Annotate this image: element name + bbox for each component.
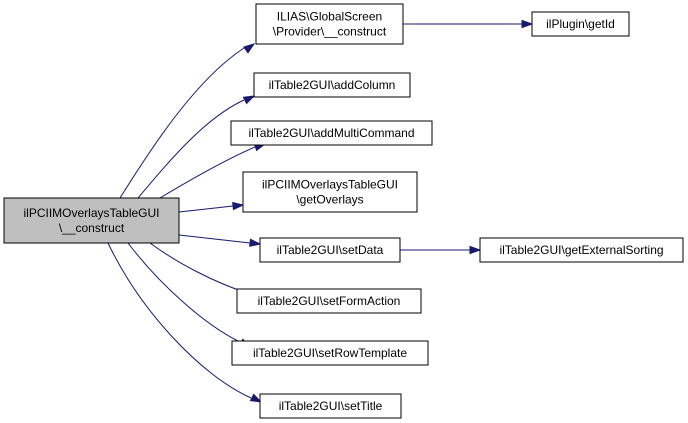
- node-label: \__construct: [59, 221, 125, 235]
- edge-root-to-set-row-template: [127, 242, 252, 348]
- node-plugin-getid[interactable]: ilPlugin\getId: [531, 11, 630, 37]
- node-label: ilTable2GUI\addColumn: [269, 78, 396, 92]
- node-label: ilPCIIMOverlaysTableGUI: [262, 178, 398, 192]
- edge-line: [178, 234, 251, 244]
- node-box: [230, 120, 433, 146]
- node-label: ilTable2GUI\getExternalSorting: [499, 243, 663, 257]
- edge-root-to-get-overlays: [178, 201, 245, 213]
- arrowhead-icon: [521, 19, 534, 29]
- node-box: [253, 72, 411, 98]
- edge-line: [137, 99, 245, 199]
- arrowhead-icon: [242, 95, 256, 105]
- arrowhead-icon: [232, 201, 245, 211]
- edge-set-data-to-get-external-sorting: [399, 245, 482, 255]
- edge-root-to-provider-construct: [119, 43, 256, 199]
- node-layer: ilPCIIMOverlaysTableGUI\__constructILIAS…: [3, 3, 684, 419]
- node-label: ilPCIIMOverlaysTableGUI: [23, 206, 159, 220]
- node-box: [3, 197, 180, 244]
- node-label: ilTable2GUI\setFormAction: [258, 294, 401, 308]
- arrowhead-icon: [249, 393, 263, 403]
- edge-line: [127, 242, 241, 343]
- node-set-row-template[interactable]: ilTable2GUI\setRowTemplate: [231, 340, 429, 366]
- node-get-overlays[interactable]: ilPCIIMOverlaysTableGUI\getOverlays: [242, 171, 418, 213]
- edge-root-to-set-data: [178, 234, 262, 247]
- node-box: [259, 237, 401, 263]
- node-label: \getOverlays: [296, 193, 363, 207]
- edge-line: [149, 242, 245, 293]
- edge-line: [107, 242, 252, 399]
- edge-line: [159, 146, 256, 199]
- node-root[interactable]: ilPCIIMOverlaysTableGUI\__construct: [3, 197, 180, 244]
- edge-provider-construct-to-plugin-getid: [403, 19, 534, 29]
- edge-root-to-set-title: [107, 242, 263, 403]
- edge-line: [178, 205, 234, 213]
- node-add-multi-command[interactable]: ilTable2GUI\addMultiCommand: [230, 120, 433, 146]
- node-set-title[interactable]: ilTable2GUI\setTitle: [259, 393, 402, 419]
- node-provider-construct[interactable]: ILIAS\GlobalScreen\Provider\__construct: [255, 3, 404, 45]
- edge-layer: [107, 19, 534, 403]
- edge-line: [119, 47, 245, 199]
- node-label: ilPlugin\getId: [546, 17, 615, 31]
- node-set-form-action[interactable]: ilTable2GUI\setFormAction: [236, 288, 422, 314]
- node-set-data[interactable]: ilTable2GUI\setData: [259, 237, 401, 263]
- edge-root-to-add-column: [137, 95, 256, 199]
- node-box: [531, 11, 630, 37]
- node-box: [231, 340, 429, 366]
- node-box: [255, 3, 404, 45]
- node-get-external-sorting[interactable]: ilTable2GUI\getExternalSorting: [479, 237, 684, 263]
- node-add-column[interactable]: ilTable2GUI\addColumn: [253, 72, 411, 98]
- node-box: [236, 288, 422, 314]
- node-label: ilTable2GUI\setData: [277, 243, 384, 257]
- edge-root-to-set-form-action: [149, 242, 256, 297]
- node-label: ilTable2GUI\addMultiCommand: [248, 126, 414, 140]
- node-box: [479, 237, 684, 263]
- arrowhead-icon: [249, 238, 262, 247]
- node-label: ILIAS\GlobalScreen: [277, 10, 382, 24]
- arrowhead-icon: [469, 245, 482, 255]
- node-box: [259, 393, 402, 419]
- node-label: ilTable2GUI\setTitle: [279, 399, 383, 413]
- arrowhead-icon: [243, 43, 256, 54]
- node-label: \Provider\__construct: [273, 25, 387, 39]
- node-box: [242, 171, 418, 213]
- node-label: ilTable2GUI\setRowTemplate: [253, 346, 407, 360]
